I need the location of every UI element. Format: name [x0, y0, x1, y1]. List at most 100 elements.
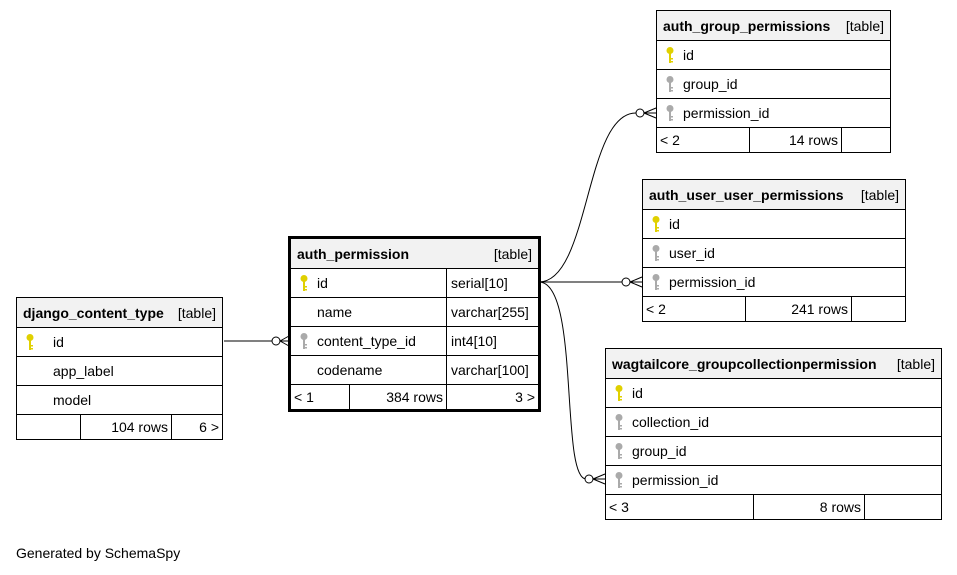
foreign-key-icon [291, 332, 317, 350]
table-kind: [table] [845, 17, 884, 34]
column-name: model [53, 392, 92, 408]
table-kind: [table] [493, 245, 532, 262]
column-name: user_id [669, 245, 715, 261]
column-row: content_type_id int4[10] [291, 327, 538, 356]
column-row: id [17, 328, 222, 357]
primary-key-icon [657, 46, 683, 64]
table-header: auth_user_user_permissions [table] [643, 180, 905, 210]
foreign-key-icon [643, 244, 669, 262]
column-row: id [643, 210, 905, 239]
primary-key-icon [643, 215, 669, 233]
generated-by-note: Generated by SchemaSpy [16, 545, 181, 561]
primary-key-icon [606, 384, 632, 402]
link-group-permissions [538, 112, 638, 283]
link-crowfoot [592, 473, 606, 485]
parents-count[interactable]: < 2 [660, 132, 680, 148]
column-row: permission_id [606, 466, 941, 495]
foreign-key-icon [657, 75, 683, 93]
foreign-key-icon [606, 442, 632, 460]
link-crowfoot [643, 107, 657, 119]
row-count: 104 rows [80, 415, 171, 439]
table-wagtailcore-groupcollectionpermission[interactable]: wagtailcore_groupcollectionpermission [t… [605, 348, 942, 520]
column-name: collection_id [632, 414, 710, 430]
table-django-content-type[interactable]: django_content_type [table] id app_label… [16, 297, 223, 440]
column-row: id serial[10] [291, 269, 538, 298]
column-row: group_id [657, 70, 890, 99]
column-row: id [606, 379, 941, 408]
table-header: auth_group_permissions [table] [657, 11, 890, 41]
column-type: varchar[255] [446, 298, 538, 326]
column-name: id [317, 275, 328, 291]
table-name: wagtailcore_groupcollectionpermission [612, 355, 877, 372]
children-count[interactable]: 3 > [446, 385, 538, 409]
table-name: auth_user_user_permissions [649, 186, 844, 203]
parents-count[interactable] [17, 415, 80, 439]
column-name: id [632, 385, 643, 401]
primary-key-icon [17, 333, 43, 351]
row-count: 241 rows [745, 297, 851, 321]
children-count[interactable] [851, 297, 905, 321]
table-name: auth_group_permissions [663, 17, 831, 34]
children-count[interactable] [841, 128, 890, 152]
column-row: id [657, 41, 890, 70]
column-row: collection_id [606, 408, 941, 437]
table-footer: < 1 384 rows 3 > [291, 385, 538, 409]
column-type: varchar[100] [446, 356, 538, 384]
link-crowfoot [279, 335, 290, 347]
row-count: 384 rows [349, 385, 446, 409]
link-zero-marker [621, 277, 631, 287]
link-crowfoot [629, 276, 643, 288]
column-row: group_id [606, 437, 941, 466]
foreign-key-icon [606, 413, 632, 431]
table-kind: [table] [860, 186, 899, 203]
column-name: codename [317, 362, 383, 378]
table-kind: [table] [177, 304, 216, 321]
column-name: app_label [53, 363, 114, 379]
column-row: codename varchar[100] [291, 356, 538, 385]
column-name: content_type_id [317, 333, 416, 349]
column-type: int4[10] [446, 327, 538, 355]
children-count[interactable]: 6 > [171, 415, 222, 439]
link-zero-marker [584, 474, 594, 484]
column-name: group_id [632, 443, 687, 459]
column-name: id [683, 47, 694, 63]
column-name: group_id [683, 76, 738, 92]
parents-count[interactable]: < 1 [294, 389, 314, 405]
column-row: permission_id [657, 99, 890, 128]
column-row: app_label [17, 357, 222, 386]
column-row: name varchar[255] [291, 298, 538, 327]
table-footer: 104 rows 6 > [17, 415, 222, 439]
table-header: wagtailcore_groupcollectionpermission [t… [606, 349, 941, 379]
table-footer: < 2 241 rows [643, 297, 905, 321]
column-name: id [669, 216, 680, 232]
table-header: auth_permission [table] [291, 239, 538, 269]
link-collection-permissions [538, 281, 587, 480]
table-auth-user-user-permissions[interactable]: auth_user_user_permissions [table] id us… [642, 179, 906, 322]
table-footer: < 3 8 rows [606, 495, 941, 519]
row-count: 8 rows [753, 495, 864, 519]
primary-key-icon [291, 274, 317, 292]
link-zero-marker [271, 336, 281, 346]
column-row: user_id [643, 239, 905, 268]
column-name: permission_id [683, 105, 770, 121]
table-auth-group-permissions[interactable]: auth_group_permissions [table] id group_… [656, 10, 891, 153]
column-row: model [17, 386, 222, 415]
children-count[interactable] [864, 495, 941, 519]
table-name: django_content_type [23, 304, 164, 321]
table-header: django_content_type [table] [17, 298, 222, 328]
table-name: auth_permission [297, 245, 410, 262]
column-name: permission_id [632, 472, 719, 488]
column-name: id [53, 334, 64, 350]
foreign-key-icon [643, 273, 669, 291]
parents-count[interactable]: < 2 [646, 301, 666, 317]
parents-count[interactable]: < 3 [609, 499, 629, 515]
foreign-key-icon [606, 471, 632, 489]
column-row: permission_id [643, 268, 905, 297]
foreign-key-icon [657, 104, 683, 122]
column-type: serial[10] [446, 269, 538, 297]
table-auth-permission[interactable]: auth_permission [table] id serial[10] na… [288, 236, 541, 412]
link-zero-marker [635, 108, 645, 118]
row-count: 14 rows [749, 128, 841, 152]
column-name: name [317, 304, 353, 320]
